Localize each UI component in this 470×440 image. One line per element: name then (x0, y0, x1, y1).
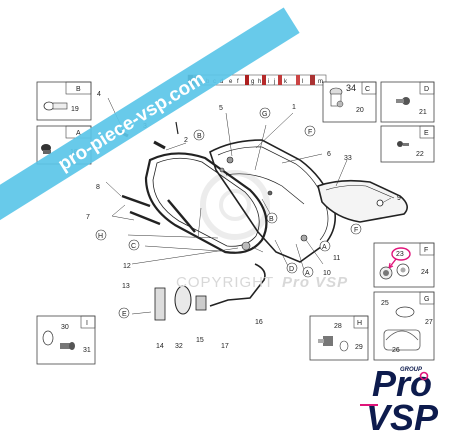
part-label-16: 16 (255, 319, 263, 326)
hinge-pin-icon (318, 336, 349, 352)
screw-icon (396, 97, 410, 105)
box-C-part-20: 20 (356, 107, 364, 114)
box-H-letter: H (357, 320, 362, 327)
ref-circle-E: E (122, 311, 127, 318)
part-label-9: 9 (397, 195, 401, 202)
part-label-13: 13 (122, 283, 130, 290)
part-label-11: 11 (333, 255, 340, 262)
part-label-7: 7 (86, 214, 90, 221)
box-A-letter: A (76, 130, 81, 137)
part-label-32: 32 (175, 343, 183, 350)
reference-letters: B G F B F A A D C H E (95, 107, 362, 319)
inset-box-F: F 23 24 (373, 242, 435, 288)
highlight-circle (391, 247, 411, 261)
inset-box-B: B 19 (36, 81, 92, 121)
ref-circle-B: B (197, 133, 202, 140)
box-G-part-26: 26 (392, 347, 400, 354)
washer-bolt-icon (42, 330, 75, 350)
part-label-15: 15 (196, 337, 204, 344)
part-label-12: 12 (123, 263, 131, 270)
part-label-2: 2 (184, 137, 188, 144)
ref-circle-A: A (305, 270, 310, 277)
inset-box-G: G 25 26 27 (373, 291, 435, 361)
ref-circle-F2: F (354, 227, 358, 234)
box-G-part-27: 27 (425, 319, 433, 326)
box-C-part-34: 34 (346, 83, 356, 93)
palette-letter-h: h (258, 79, 261, 85)
screw-icon (397, 141, 409, 147)
box-H-part-28: 28 (334, 323, 342, 330)
ref-circle-D: D (289, 266, 294, 273)
ref-circle-A2: A (322, 244, 327, 251)
part-label-17: 17 (221, 343, 229, 350)
logo-line-2: VSP (366, 397, 439, 438)
part-label-10: 10 (323, 270, 331, 277)
palette-letter-i: i (268, 79, 269, 85)
part-label-4: 4 (97, 91, 101, 98)
ref-circle-H: H (98, 233, 103, 240)
brand-logo: GROUP Pro VSP (360, 363, 439, 438)
part-label-33: 33 (344, 155, 352, 162)
palette-letter-m: m (318, 79, 323, 85)
logo-line-1: Pro (372, 363, 432, 404)
box-E-letter: E (424, 130, 429, 137)
ref-circle-F: F (308, 129, 312, 136)
ref-circle-C: C (131, 243, 136, 250)
box-G-part-25: 25 (381, 300, 389, 307)
part-label-5: 5 (219, 105, 223, 112)
ref-circle-G: G (262, 111, 267, 118)
clip-icon (41, 144, 51, 154)
part-label-8: 8 (96, 184, 100, 191)
box-B-letter: B (76, 86, 81, 93)
box-D-letter: D (424, 86, 429, 93)
inset-box-H: H 28 29 (309, 315, 369, 361)
palette-letter-f: f (237, 79, 239, 85)
copyright-brand: Pro VSP (282, 274, 348, 291)
palette-letter-g: g (251, 79, 254, 85)
box-G-letter: G (424, 296, 429, 303)
inset-box-E: E 22 (380, 125, 435, 163)
part-label-14: 14 (156, 343, 164, 350)
inset-box-C: C 34 20 (322, 81, 377, 123)
leader-lines (105, 97, 392, 315)
box-C-letter: C (365, 86, 370, 93)
background-logo (200, 170, 270, 240)
box-E-part: 22 (416, 151, 424, 158)
fastener-icon (329, 87, 344, 108)
ref-circle-B2: B (269, 216, 274, 223)
copyright-text: COPYRIGHT (176, 274, 274, 291)
logo-tag: GROUP (400, 367, 423, 373)
grommet-icon (379, 263, 410, 280)
box-I-part-31: 31 (83, 347, 91, 354)
inset-box-D: D 21 (380, 81, 435, 123)
clip-icon (43, 101, 68, 111)
part-label-6: 6 (327, 151, 331, 158)
box-F-letter: F (424, 247, 428, 254)
palette-letter-j: j (273, 79, 275, 85)
part-label-1: 1 (292, 104, 296, 111)
seal-icon (383, 306, 421, 351)
tailgate-frame (144, 139, 408, 263)
box-D-part: 21 (419, 109, 427, 116)
box-I-letter: I (86, 320, 88, 327)
box-F-part-24: 24 (421, 269, 429, 276)
box-B-part: 19 (71, 106, 79, 113)
box-F-part-23: 23 (396, 251, 404, 258)
box-H-part-29: 29 (355, 344, 363, 351)
inset-box-I: I 30 31 (36, 315, 96, 365)
palette-letter-e: e (229, 79, 233, 85)
palette-letter-d: d (220, 79, 223, 85)
palette-letter-k: k (284, 79, 288, 85)
palette-letter-l: l (302, 79, 303, 85)
hardware (115, 121, 384, 321)
box-I-part-30: 30 (61, 324, 69, 331)
